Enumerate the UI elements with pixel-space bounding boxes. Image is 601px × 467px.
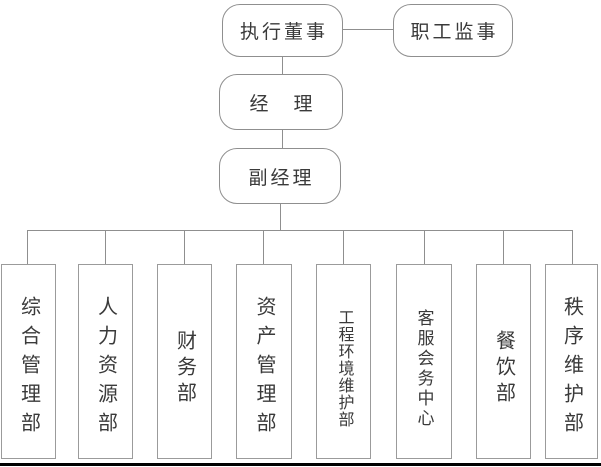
- department-box-human-resources: 人力资源部: [78, 264, 133, 459]
- department-label: 资产管理部: [253, 296, 275, 441]
- department-box-catering: 餐饮部: [476, 264, 531, 459]
- node-manager: 经 理: [219, 74, 343, 130]
- connector-drop-finance: [184, 230, 185, 264]
- node-staff-supervisor: 职工监事: [393, 4, 513, 57]
- connector-bus-line: [27, 230, 573, 231]
- department-box-general-management: 综合管理部: [1, 264, 56, 459]
- node-deputy-manager: 副经理: [219, 148, 341, 204]
- department-label: 客服会务中心: [414, 308, 434, 429]
- node-executive-director-label: 执行董事: [239, 22, 328, 43]
- department-label: 秩序维护部: [560, 296, 583, 441]
- department-label: 人力资源部: [94, 296, 117, 441]
- department-box-engineering-maintenance: 工程环境维护部: [316, 264, 371, 459]
- connector-drop-human-resources: [105, 230, 106, 264]
- department-label: 工程环境维护部: [335, 309, 353, 428]
- connector-executive-to-supervisor: [343, 29, 393, 30]
- department-box-finance: 财务部: [157, 264, 212, 459]
- connector-deputy-to-bus: [280, 204, 281, 230]
- node-deputy-manager-label: 副经理: [248, 167, 315, 189]
- node-manager-label: 经 理: [249, 93, 316, 115]
- connector-drop-general-management: [27, 230, 28, 264]
- connector-manager-to-deputy: [282, 130, 283, 148]
- connector-drop-service-center: [424, 230, 425, 264]
- bottom-border-line: [0, 463, 601, 466]
- connector-drop-asset-management: [263, 230, 264, 264]
- department-label: 财务部: [173, 329, 196, 408]
- connector-drop-catering: [503, 230, 504, 264]
- department-label: 综合管理部: [17, 296, 40, 441]
- connector-drop-order-maintenance: [572, 230, 573, 264]
- connector-drop-engineering-maintenance: [343, 230, 344, 264]
- department-box-asset-management: 资产管理部: [236, 264, 292, 459]
- connector-executive-to-manager: [282, 57, 283, 74]
- node-executive-director: 执行董事: [222, 4, 343, 57]
- department-box-service-center: 客服会务中心: [396, 264, 452, 459]
- department-box-order-maintenance: 秩序维护部: [545, 264, 598, 459]
- node-staff-supervisor-label: 职工监事: [410, 22, 499, 43]
- department-label: 餐饮部: [492, 329, 515, 408]
